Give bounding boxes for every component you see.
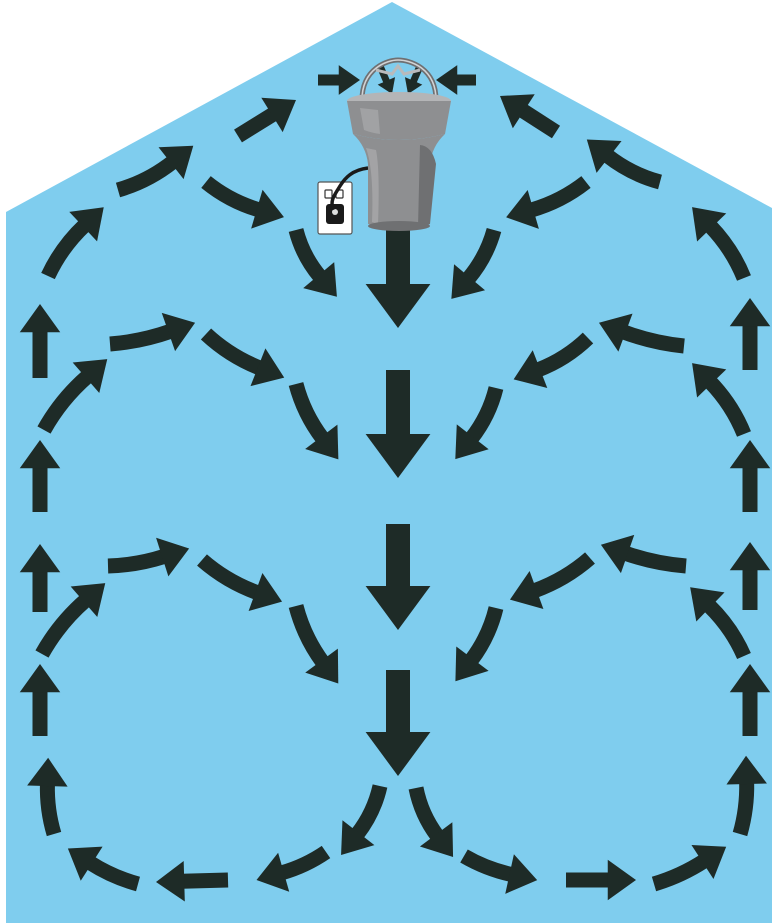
airflow-arrow-20-shaft	[197, 554, 261, 600]
airflow-arrow-28-shaft	[279, 845, 331, 881]
airflow-arrow-40-shaft	[623, 546, 687, 574]
airflow-arrow-31-shaft	[39, 783, 62, 837]
airflow-arrow-46-head	[729, 542, 771, 571]
airflow-arrow-43-shaft	[703, 600, 751, 660]
airflow-arrow-42-head	[455, 646, 489, 682]
airflow-arrow-19-head	[156, 537, 190, 577]
airflow-arrow-28-head	[256, 852, 290, 892]
airflow-arrow-38-head	[455, 424, 489, 460]
airflow-arrow-2-head	[436, 65, 458, 95]
airflow-arrow-42-shaft	[465, 606, 504, 665]
airflow-arrow-52-head	[726, 755, 767, 785]
airflow-arrow-22-head	[70, 583, 106, 617]
airflow-arrow-37-shaft	[535, 332, 594, 377]
airflow-arrow-24-head	[19, 440, 61, 469]
airflow-arrow-11-head	[158, 145, 194, 180]
power-outlet-icon	[317, 181, 353, 235]
airflow-arrow-7-head	[365, 284, 431, 328]
airflow-arrow-10-head	[365, 732, 431, 776]
airflow-arrow-12-shaft	[201, 176, 262, 217]
airflow-arrow-45-head	[729, 440, 771, 469]
airflow-arrow-49-shaft	[460, 849, 514, 882]
airflow-arrow-16-head	[250, 348, 285, 387]
airflow-arrow-21-shaft	[288, 604, 329, 667]
airflow-arrow-26-head	[19, 664, 61, 693]
power-cord	[330, 166, 369, 211]
airflow-arrow-37-head	[513, 350, 548, 389]
airflow-arrow-6-head	[500, 94, 535, 129]
airflow-arrow-35-shaft	[704, 220, 751, 281]
airflow-arrow-9-head	[365, 586, 431, 630]
airflow-arrow-32-head	[586, 139, 622, 173]
airflow-arrow-8-head	[365, 434, 431, 478]
airflow-arrow-35-head	[692, 207, 727, 242]
airflow-arrow-22-shaft	[35, 594, 91, 658]
airflow-arrow-23-head	[19, 304, 61, 333]
airflow-arrow-15-head	[161, 312, 196, 352]
circulation-fan-icon	[330, 57, 451, 231]
airflow-arrow-31-head	[27, 757, 68, 787]
airflow-arrow-20-head	[248, 572, 283, 612]
airflow-arrow-49-head	[505, 854, 538, 894]
airflow-arrow-34-shaft	[462, 227, 502, 284]
airflow-arrow-14-head	[69, 207, 104, 242]
airflow-arrow-47-head	[729, 664, 771, 693]
airflow-arrow-43-head	[690, 587, 725, 622]
airflow-arrow-27-shaft	[351, 784, 388, 839]
airflow-arrow-4-head	[404, 77, 423, 94]
airflow-arrow-15-shaft	[109, 324, 173, 352]
airflow-arrow-18-shaft	[37, 370, 93, 434]
airflow-arrow-30-shaft	[85, 856, 141, 892]
airflow-arrow-12-head	[251, 189, 284, 229]
airflow-arrow-17-shaft	[288, 381, 329, 443]
airflow-arrow-36-shaft	[620, 324, 685, 354]
airflow-arrow-14-shaft	[41, 219, 90, 280]
airflow-arrow-5-head	[261, 97, 296, 133]
airflow-arrow-52-shaft	[732, 781, 755, 837]
airflow-arrow-38-shaft	[465, 386, 504, 444]
airflow-arrow-41-head	[509, 570, 544, 610]
airflow-arrow-51-shaft	[651, 854, 709, 892]
airflow-arrow-29-shaft	[182, 872, 229, 889]
airflow-arrow-51-head	[691, 845, 727, 880]
airflow-arrow-13-shaft	[288, 227, 326, 282]
airflow-arrow-21-head	[305, 648, 339, 684]
airflow-arrow-36-head	[598, 313, 633, 352]
airflow-arrow-41-shaft	[531, 552, 595, 598]
airflow-arrow-34-head	[451, 264, 486, 299]
airflow-arrow-19-shaft	[107, 549, 167, 574]
airflow-arrow-16-shaft	[200, 328, 263, 375]
airflow-arrow-33-head	[506, 190, 539, 229]
airflow-arrow-32-shaft	[602, 149, 663, 190]
airflow-arrow-11-shaft	[115, 156, 178, 198]
airflow-arrow-3-head	[377, 77, 396, 94]
airflow-arrow-44-head	[729, 298, 771, 327]
airflow-arrow-13-head	[303, 262, 337, 297]
airflow-arrow-17-head	[305, 424, 339, 460]
airflow-arrow-48-head	[419, 822, 454, 858]
airflow-arrow-48-shaft	[408, 786, 444, 841]
airflow-arrow-39-shaft	[704, 376, 751, 437]
airflow-arrow-18-head	[72, 359, 108, 393]
airflow-arrow-40-head	[600, 534, 635, 574]
airflow-arrow-50-head	[607, 859, 636, 901]
airflow-arrow-27-head	[341, 820, 375, 855]
airflow-arrow-33-shaft	[529, 176, 591, 218]
airflow-arrows	[19, 64, 771, 902]
airflow-arrow-6-shaft	[518, 103, 561, 139]
airflow-arrow-25-head	[19, 544, 61, 573]
airflow-arrow-5-shaft	[234, 107, 278, 143]
airflow-arrow-1-head	[338, 65, 360, 95]
airflow-arrow-30-head	[67, 846, 103, 881]
airflow-arrow-39-head	[692, 363, 727, 398]
airflow-arrow-29-head	[156, 860, 185, 902]
